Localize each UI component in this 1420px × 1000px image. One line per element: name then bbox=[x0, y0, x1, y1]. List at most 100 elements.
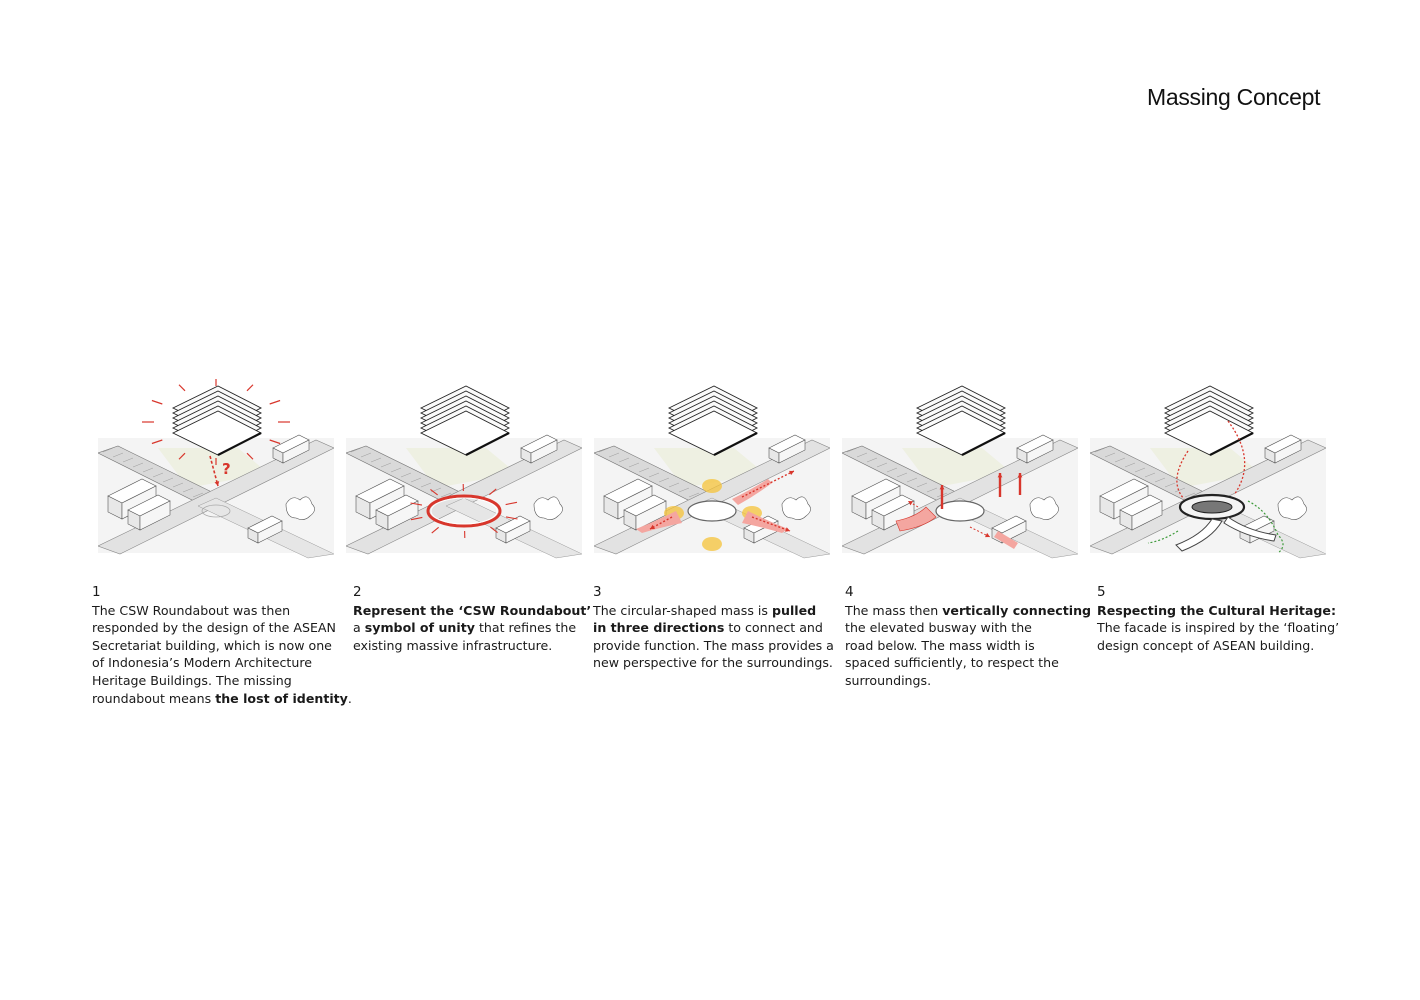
busway-rail bbox=[608, 452, 620, 458]
overlay bbox=[636, 385, 795, 551]
busway-rail bbox=[380, 462, 392, 468]
caption-line: Represent the ‘CSW Roundabout’ bbox=[353, 602, 593, 620]
question-mark: ? bbox=[222, 460, 231, 478]
roundabout-outline bbox=[201, 504, 231, 518]
heritage-building bbox=[1277, 496, 1307, 520]
arrowhead bbox=[985, 532, 990, 538]
vertical-connector bbox=[895, 506, 937, 532]
alert-ray bbox=[151, 439, 163, 445]
busway-rail bbox=[906, 477, 918, 483]
caption-text: Represent the ‘CSW Roundabout’a symbol o… bbox=[353, 602, 593, 655]
step-number: 5 bbox=[1097, 584, 1106, 600]
busway-rail bbox=[1154, 477, 1166, 483]
caption-line: a symbol of unity that refines the bbox=[353, 619, 593, 637]
caption-run: The mass then bbox=[845, 602, 943, 618]
caption-run: new perspective for the surroundings. bbox=[593, 655, 833, 671]
arrowhead bbox=[997, 473, 1003, 478]
caption-line: existing massive infrastructure. bbox=[353, 637, 593, 655]
busway-rail bbox=[856, 452, 868, 458]
caption-line: provide function. The mass provides a bbox=[593, 637, 834, 655]
busway-rail bbox=[866, 457, 878, 463]
step-number: 1 bbox=[92, 584, 101, 600]
block-side bbox=[1274, 439, 1302, 464]
caption-emphasis: Respecting the Cultural Heritage: bbox=[1097, 602, 1337, 618]
caption-line: surroundings. bbox=[845, 672, 1085, 690]
caption-step-2: 2 Represent the ‘CSW Roundabout’a symbol… bbox=[353, 584, 593, 654]
direction-arrow bbox=[741, 470, 795, 498]
unity-ray bbox=[431, 526, 439, 534]
caption-run: design concept of ASEAN building. bbox=[1097, 637, 1315, 653]
busway-rail bbox=[192, 492, 204, 498]
arrowhead bbox=[785, 527, 790, 532]
busway-rail bbox=[122, 457, 134, 463]
busway-rail bbox=[142, 467, 154, 473]
unity-ray bbox=[490, 526, 498, 534]
caption-emphasis: Represent the ‘CSW Roundabout’ bbox=[353, 602, 592, 618]
step-number: 3 bbox=[593, 584, 602, 600]
ramp bbox=[1175, 518, 1223, 552]
busway-rail bbox=[688, 492, 700, 498]
floating-mass-void bbox=[1191, 500, 1233, 514]
caption-run: spaced sufficiently, to respect the bbox=[845, 655, 1059, 671]
busway-rail bbox=[1134, 467, 1146, 473]
heritage-building bbox=[1029, 496, 1059, 520]
busway-rail bbox=[628, 462, 640, 468]
caption-run: roundabout means bbox=[92, 690, 216, 706]
caption-line: responded by the design of the ASEAN bbox=[92, 619, 336, 637]
busway-rail bbox=[916, 482, 928, 488]
busway-rail bbox=[648, 472, 660, 478]
caption-line: The CSW Roundabout was then bbox=[92, 602, 332, 620]
busway-rail bbox=[410, 477, 422, 483]
caption-run: Secretariat building, which is now one bbox=[92, 637, 332, 653]
caption-line: new perspective for the surroundings. bbox=[593, 654, 833, 672]
caption-line: road below. The mass width is bbox=[845, 637, 1085, 655]
unity-ray bbox=[489, 488, 497, 496]
arrowhead bbox=[908, 501, 913, 506]
caption-emphasis: the lost of identity bbox=[215, 690, 348, 706]
block-side bbox=[530, 439, 558, 464]
arrowhead bbox=[939, 485, 945, 490]
caption-run: surroundings. bbox=[845, 672, 932, 688]
busway-rail bbox=[886, 467, 898, 473]
caption-run: The circular-shaped mass is bbox=[593, 602, 772, 618]
caption-run: Heritage Buildings. The missing bbox=[92, 672, 292, 688]
diagram-step-1: ? bbox=[98, 378, 334, 560]
caption-emphasis: in three directions bbox=[593, 620, 725, 636]
caption-line: roundabout means the lost of identity. bbox=[92, 690, 352, 708]
caption-run: road below. The mass width is bbox=[845, 637, 1035, 653]
circular-mass bbox=[935, 500, 985, 522]
busway-rail bbox=[112, 452, 124, 458]
arrowhead bbox=[789, 470, 794, 476]
pulled-mass bbox=[636, 511, 682, 533]
busway-rail bbox=[1124, 462, 1136, 468]
direction-arrow bbox=[209, 455, 219, 487]
site-base bbox=[842, 433, 1078, 560]
busway-rail bbox=[162, 477, 174, 483]
heritage-building bbox=[285, 496, 315, 520]
green-path bbox=[1247, 500, 1284, 554]
busway-rail bbox=[668, 482, 680, 488]
unity-ray bbox=[505, 501, 518, 506]
unity-ray bbox=[430, 488, 438, 496]
green-path bbox=[1147, 530, 1179, 544]
caption-line: design concept of ASEAN building. bbox=[1097, 637, 1337, 655]
busway-rail bbox=[390, 467, 402, 473]
caption-run: that refines the bbox=[474, 620, 577, 636]
vertical-connector bbox=[994, 531, 1018, 549]
block-side bbox=[257, 520, 283, 544]
caption-line: The circular-shaped mass is pulled bbox=[593, 602, 833, 620]
block-side bbox=[139, 500, 171, 531]
busway-rail bbox=[876, 462, 888, 468]
busway-rail bbox=[132, 462, 144, 468]
busway-rail bbox=[370, 457, 382, 463]
diagram-step-3 bbox=[594, 378, 830, 560]
building-shadow-edge bbox=[217, 432, 262, 456]
caption-run: The CSW Roundabout was then bbox=[92, 602, 291, 618]
caption-emphasis: vertically connecting bbox=[942, 602, 1092, 618]
caption-line: spaced sufficiently, to respect the bbox=[845, 654, 1085, 672]
busway-rail bbox=[1144, 472, 1156, 478]
block-side bbox=[778, 439, 806, 464]
